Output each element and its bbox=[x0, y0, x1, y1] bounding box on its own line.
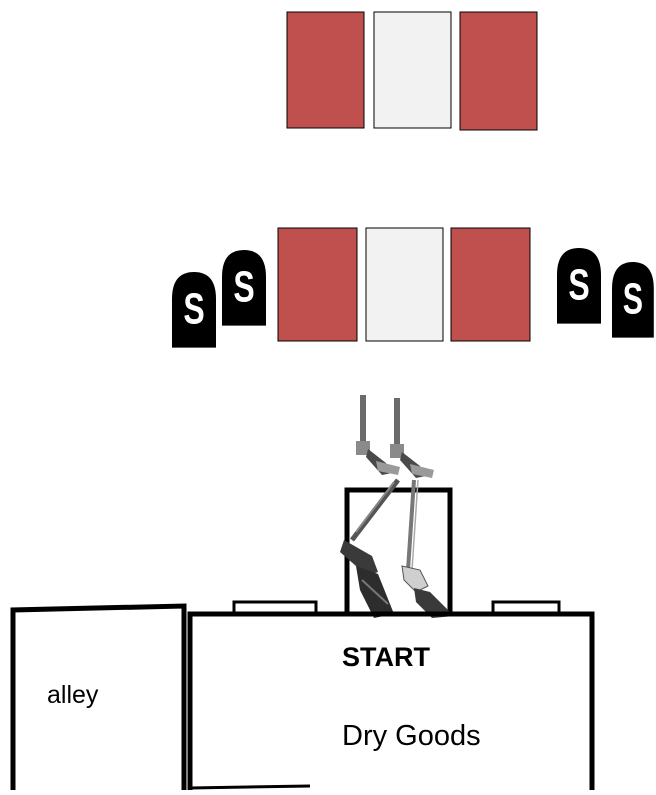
alley-label: alley bbox=[47, 681, 98, 710]
dry-goods-label: Dry Goods bbox=[342, 720, 481, 753]
alley-building bbox=[13, 606, 184, 790]
window-right bbox=[493, 602, 559, 613]
near-target-center bbox=[366, 228, 443, 341]
revolver-icon bbox=[356, 395, 400, 475]
alley-ground-line bbox=[190, 786, 310, 788]
far-target-row bbox=[287, 12, 537, 130]
revolver-icon-2 bbox=[390, 398, 434, 478]
far-target-right bbox=[460, 12, 537, 130]
rifle-icon bbox=[402, 480, 454, 618]
near-target-right bbox=[451, 228, 530, 341]
shotgun-target-1 bbox=[172, 272, 216, 348]
far-target-center bbox=[374, 12, 451, 128]
window-left bbox=[234, 602, 316, 613]
start-label: START bbox=[342, 642, 430, 673]
shotgun-target-4 bbox=[612, 262, 654, 338]
dry-goods-building bbox=[190, 614, 592, 790]
far-target-left bbox=[287, 12, 364, 128]
near-target-row bbox=[278, 228, 530, 341]
near-target-left bbox=[278, 228, 357, 341]
shotgun-target-3 bbox=[557, 248, 601, 324]
shotgun-target-2 bbox=[222, 250, 266, 326]
